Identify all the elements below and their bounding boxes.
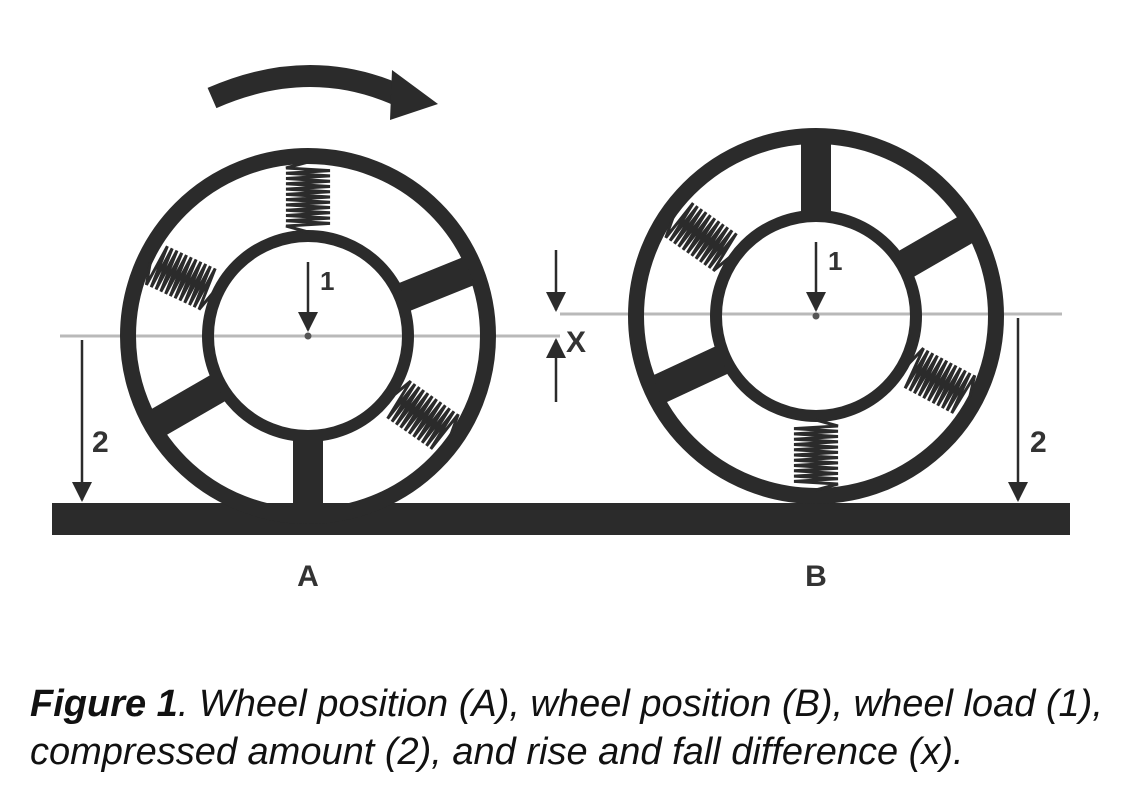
wheel-a-strut: [149, 375, 226, 436]
wheel-b-spring-icon: [793, 418, 839, 492]
ground-bar: [52, 503, 1070, 535]
wheel-b-spring-icon: [664, 202, 738, 273]
wheel-a-outer-rim: [120, 148, 496, 524]
caption-text: . Wheel position (A), wheel position (B)…: [30, 683, 1103, 773]
wheel-a: 1: [120, 148, 496, 524]
wheel-a-load-label: 1: [320, 266, 334, 296]
wheel-b-center: [812, 312, 820, 320]
wheel-a-spring-icon: [144, 245, 217, 311]
difference-label: X: [566, 326, 586, 359]
wheel-b-outer-rim: [628, 128, 1004, 504]
wheel-a-spring-icon: [285, 160, 331, 234]
wheel-suspension-diagram: 1 1 2 2 X A B: [52, 65, 1070, 593]
wheel-b-load-label: 1: [828, 246, 842, 276]
figure-caption: Figure 1. Wheel position (A), wheel posi…: [30, 680, 1135, 776]
wheel-a-hub: [202, 230, 414, 442]
wheel-b-spokes: [651, 142, 977, 492]
wheel-b-hub: [710, 210, 922, 422]
compression-label-a: 2: [92, 426, 109, 459]
wheel-b: 1: [628, 128, 1004, 504]
wheel-a-strut: [398, 256, 475, 311]
rotation-arrow-icon: [207, 65, 438, 120]
wheel-a-spokes: [144, 160, 475, 510]
compression-label-b: 2: [1030, 426, 1047, 459]
wheel-a-label: A: [297, 560, 319, 593]
wheel-b-spring-icon: [903, 347, 977, 414]
wheel-a-center: [304, 332, 312, 340]
figure-label: Figure 1: [30, 683, 178, 725]
wheel-b-label: B: [805, 560, 827, 593]
wheel-b-strut: [898, 216, 975, 277]
wheel-b-strut: [651, 346, 729, 404]
wheel-a-spring-icon: [386, 379, 460, 450]
